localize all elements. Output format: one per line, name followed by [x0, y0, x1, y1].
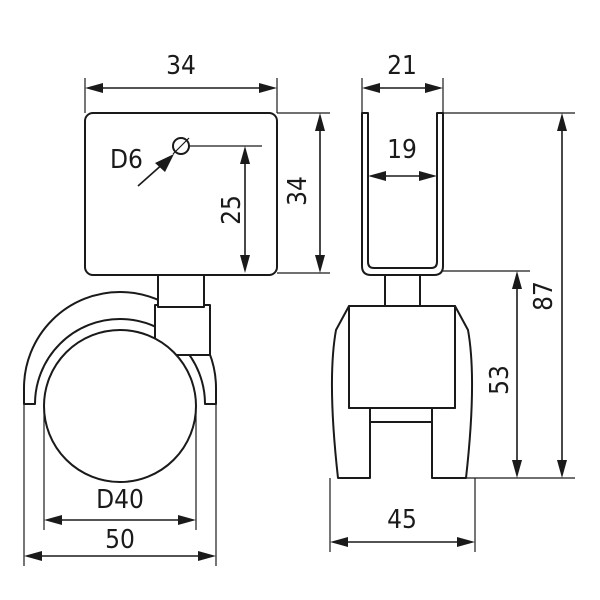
arrowhead: [259, 83, 277, 93]
arrowhead: [362, 83, 380, 93]
arrowhead: [198, 551, 216, 561]
hole-line: [172, 137, 190, 155]
side-bottom-width-label: 45: [387, 505, 417, 535]
top-width-label: 34: [166, 51, 196, 81]
arrowhead: [85, 83, 103, 93]
wheel-tread: [369, 407, 433, 423]
arrowhead: [44, 515, 62, 525]
arrowhead: [368, 171, 386, 181]
arrowhead: [240, 146, 250, 164]
arrowhead: [457, 537, 475, 547]
arrowhead: [315, 255, 325, 273]
hole-height-label: 25: [217, 195, 247, 225]
hub-block: [348, 305, 456, 409]
fork-leg-right: [431, 305, 474, 479]
wheel-diameter-label: D40: [96, 485, 144, 515]
arrowhead: [557, 460, 567, 478]
side-stem: [384, 274, 421, 309]
arrowhead: [24, 551, 42, 561]
d6-arrowhead: [155, 154, 174, 172]
stem: [157, 274, 205, 308]
shield-inner-line: [34, 318, 206, 405]
wheel-height-label: 53: [485, 365, 515, 395]
outer-width-label: 21: [387, 51, 417, 81]
arrowhead: [330, 537, 348, 547]
arrowhead: [419, 171, 437, 181]
arrowhead: [178, 515, 196, 525]
total-height-label: 87: [529, 281, 559, 311]
u-bracket: [361, 112, 444, 276]
fork-leg-left: [330, 305, 371, 479]
arrowhead: [315, 113, 325, 131]
top-block: [84, 112, 278, 276]
arrowhead: [512, 271, 522, 289]
side-view: 21 19 87 53 45: [329, 51, 575, 552]
arrowhead: [425, 83, 443, 93]
wheel: [43, 329, 197, 483]
arrowhead: [557, 113, 567, 131]
inner-width-label: 19: [387, 135, 417, 165]
hole-diameter-label: D6: [110, 145, 143, 175]
front-view: D6 34 25 D40 50 34: [23, 51, 330, 566]
arrowhead: [240, 255, 250, 273]
arrowhead: [512, 460, 522, 478]
block-height-label: 34: [283, 176, 313, 206]
bottom-width-label: 50: [105, 525, 135, 555]
